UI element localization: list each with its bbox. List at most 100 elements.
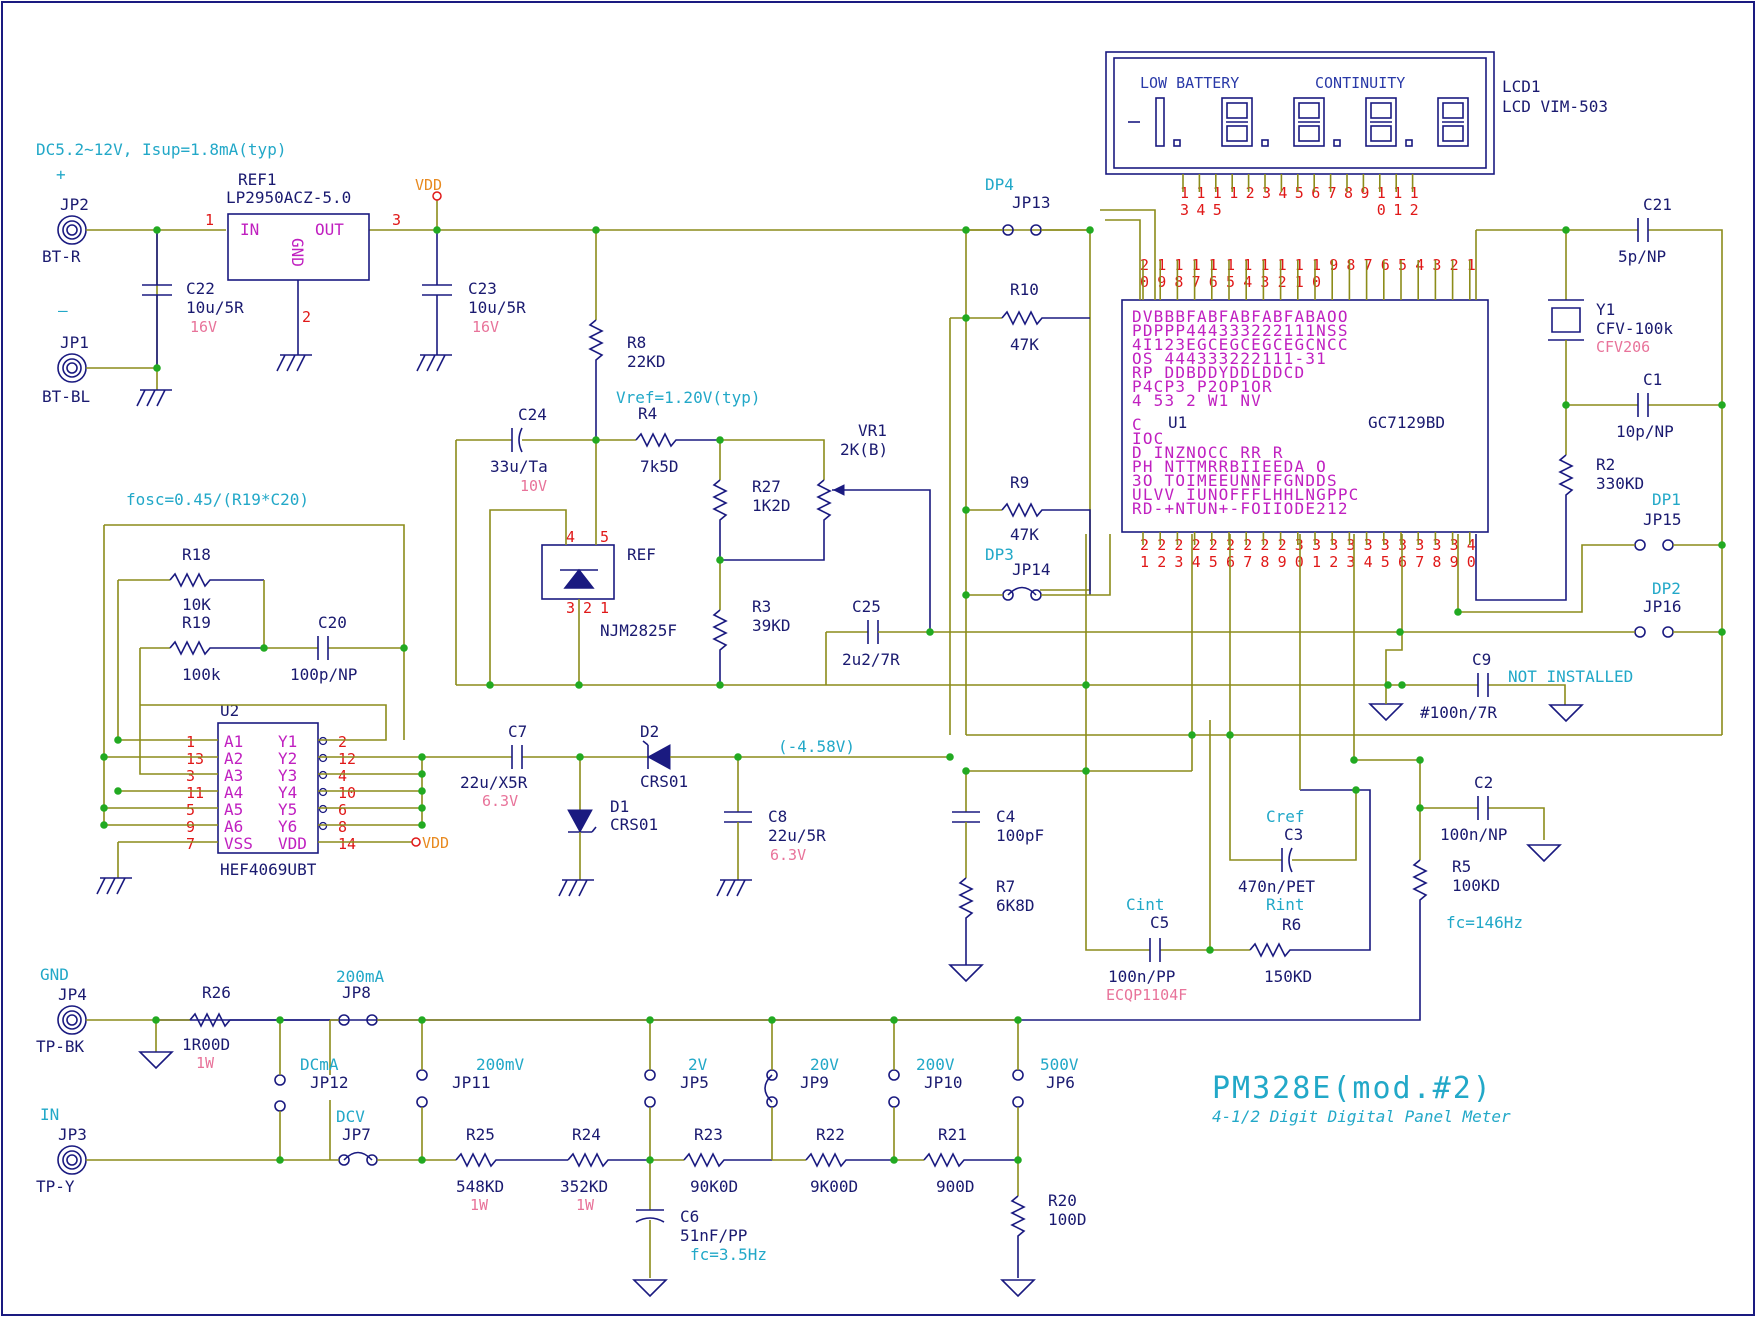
digit-upper-2 — [1298, 102, 1320, 119]
svg-text:6K8D: 6K8D — [996, 896, 1035, 915]
svg-text:10u/5R: 10u/5R — [468, 298, 526, 317]
svg-text:3: 3 — [1329, 536, 1338, 554]
svg-text:JP8: JP8 — [342, 983, 371, 1002]
svg-text:6.3V: 6.3V — [482, 792, 518, 810]
vr1-potentiometer: VR1 2K(B) — [720, 421, 931, 632]
u2-pin-6: 6 — [338, 801, 347, 819]
lcd-pin-13: 13 — [1180, 184, 1189, 219]
junction-dot — [1384, 681, 1392, 689]
svg-text:0: 0 — [1140, 273, 1149, 291]
svg-text:R26: R26 — [202, 983, 231, 1002]
r2-resistor: R2 330KD — [1475, 405, 1644, 601]
jp12-jumper: DCmA JP12 — [274, 1020, 349, 1160]
svg-text:2: 2 — [1278, 273, 1287, 291]
decimal-point-3 — [1405, 139, 1413, 147]
c7-capacitor: C7 22u/X5R 6.3V — [460, 722, 580, 810]
svg-text:8: 8 — [1260, 553, 1269, 571]
jp2-ref: JP2 — [60, 195, 89, 214]
neg-voltage-note: (-4.58V) — [778, 737, 855, 756]
c25-capacitor: C25 2u2/7R — [825, 597, 1400, 685]
svg-text:3: 3 — [1450, 536, 1459, 554]
svg-text:1: 1 — [1377, 184, 1386, 202]
junction-dot — [433, 226, 441, 234]
lcd-pin-10: 10 — [1377, 184, 1386, 219]
svg-text:fc=3.5Hz: fc=3.5Hz — [690, 1245, 767, 1264]
junction-dot — [716, 556, 724, 564]
junction-dot — [100, 804, 108, 812]
svg-text:1: 1 — [1174, 256, 1183, 274]
svg-text:1: 1 — [1260, 256, 1269, 274]
u1-pin-12: 12 — [1278, 256, 1287, 291]
svg-text:#100n/7R: #100n/7R — [1420, 703, 1497, 722]
lcd-pin-14: 14 — [1196, 184, 1205, 219]
svg-text:2K(B): 2K(B) — [840, 440, 888, 459]
digit-4 — [1437, 97, 1469, 147]
c2-capacitor: C2 100n/NP — [1420, 773, 1545, 844]
lcd-pin-2: 2 — [1246, 184, 1255, 202]
svg-text:2: 2 — [1157, 553, 1166, 571]
svg-text:100n/NP: 100n/NP — [1440, 825, 1507, 844]
u2-label-vss: VSS — [224, 834, 253, 853]
u2-pin-10: 10 — [338, 784, 356, 802]
svg-text:CFV206: CFV206 — [1596, 338, 1650, 356]
svg-text:8: 8 — [1344, 184, 1353, 202]
junction-dot — [575, 681, 583, 689]
jp3-connector: JP3 TP-Y — [36, 1125, 87, 1196]
lcd-pin-11: 11 — [1393, 184, 1402, 219]
u1-bottom-row: RD-+NTUN+-FOIIODE212 — [1132, 499, 1349, 518]
svg-text:10V: 10V — [520, 477, 547, 495]
svg-text:7: 7 — [1192, 273, 1201, 291]
svg-text:JP10: JP10 — [924, 1073, 963, 1092]
svg-text:R8: R8 — [627, 333, 646, 352]
junction-dot — [1188, 731, 1196, 739]
svg-text:C7: C7 — [508, 722, 527, 741]
svg-text:7: 7 — [1243, 553, 1252, 571]
u1-pin-37: 37 — [1415, 536, 1424, 571]
svg-text:9: 9 — [1450, 553, 1459, 571]
svg-text:C3: C3 — [1284, 825, 1303, 844]
jp1-connector: JP1 BT-BL — [42, 333, 90, 406]
junction-dot — [576, 753, 584, 761]
u2-label-a1: A1 — [224, 732, 243, 751]
svg-text:1: 1 — [1196, 184, 1205, 202]
svg-text:1: 1 — [1229, 184, 1238, 202]
lcd-pin-7: 7 — [1328, 184, 1337, 202]
junction-dot — [1226, 731, 1234, 739]
svg-text:3: 3 — [1312, 536, 1321, 554]
u1-top-row: OS 444333222111-31 — [1132, 349, 1327, 368]
u2-label-y6: Y6 — [278, 817, 297, 836]
svg-text:D2: D2 — [640, 722, 659, 741]
svg-text:10u/5R: 10u/5R — [186, 298, 244, 317]
u2-pin-2: 2 — [338, 733, 347, 751]
svg-text:D1: D1 — [610, 797, 629, 816]
u2-label-a2: A2 — [224, 749, 243, 768]
svg-text:JP11: JP11 — [452, 1073, 491, 1092]
svg-text:0: 0 — [1312, 273, 1321, 291]
u1-bottom-row: D INZNOCC RR R — [1132, 443, 1284, 462]
u1-pin-23: 23 — [1174, 536, 1183, 571]
svg-text:3: 3 — [392, 211, 401, 229]
junction-dot — [418, 753, 426, 761]
u2-label-a4: A4 — [224, 783, 243, 802]
jp15-jumper: DP1 JP15 — [1457, 490, 1722, 613]
lcd-u1-wires — [1142, 174, 1471, 545]
svg-text:R6: R6 — [1282, 915, 1301, 934]
svg-text:JP5: JP5 — [680, 1073, 709, 1092]
r7-resistor: R7 6K8D — [958, 877, 1035, 965]
jp2-label: BT-R — [42, 247, 81, 266]
svg-text:U2: U2 — [220, 701, 239, 720]
svg-text:1W: 1W — [576, 1196, 595, 1214]
jp4-connector: JP4 TP-BK — [36, 985, 87, 1056]
junction-dot — [1718, 541, 1726, 549]
svg-text:3: 3 — [1432, 256, 1441, 274]
r3-resistor: R3 39KD — [712, 560, 791, 685]
svg-text:1: 1 — [205, 211, 214, 229]
svg-text:0: 0 — [1467, 553, 1476, 571]
svg-text:2: 2 — [1174, 536, 1183, 554]
c21-capacitor: C21 5p/NP — [1476, 195, 1723, 735]
junction-dot — [1206, 946, 1214, 954]
svg-text:9: 9 — [1157, 273, 1166, 291]
junction-dot — [1082, 681, 1090, 689]
